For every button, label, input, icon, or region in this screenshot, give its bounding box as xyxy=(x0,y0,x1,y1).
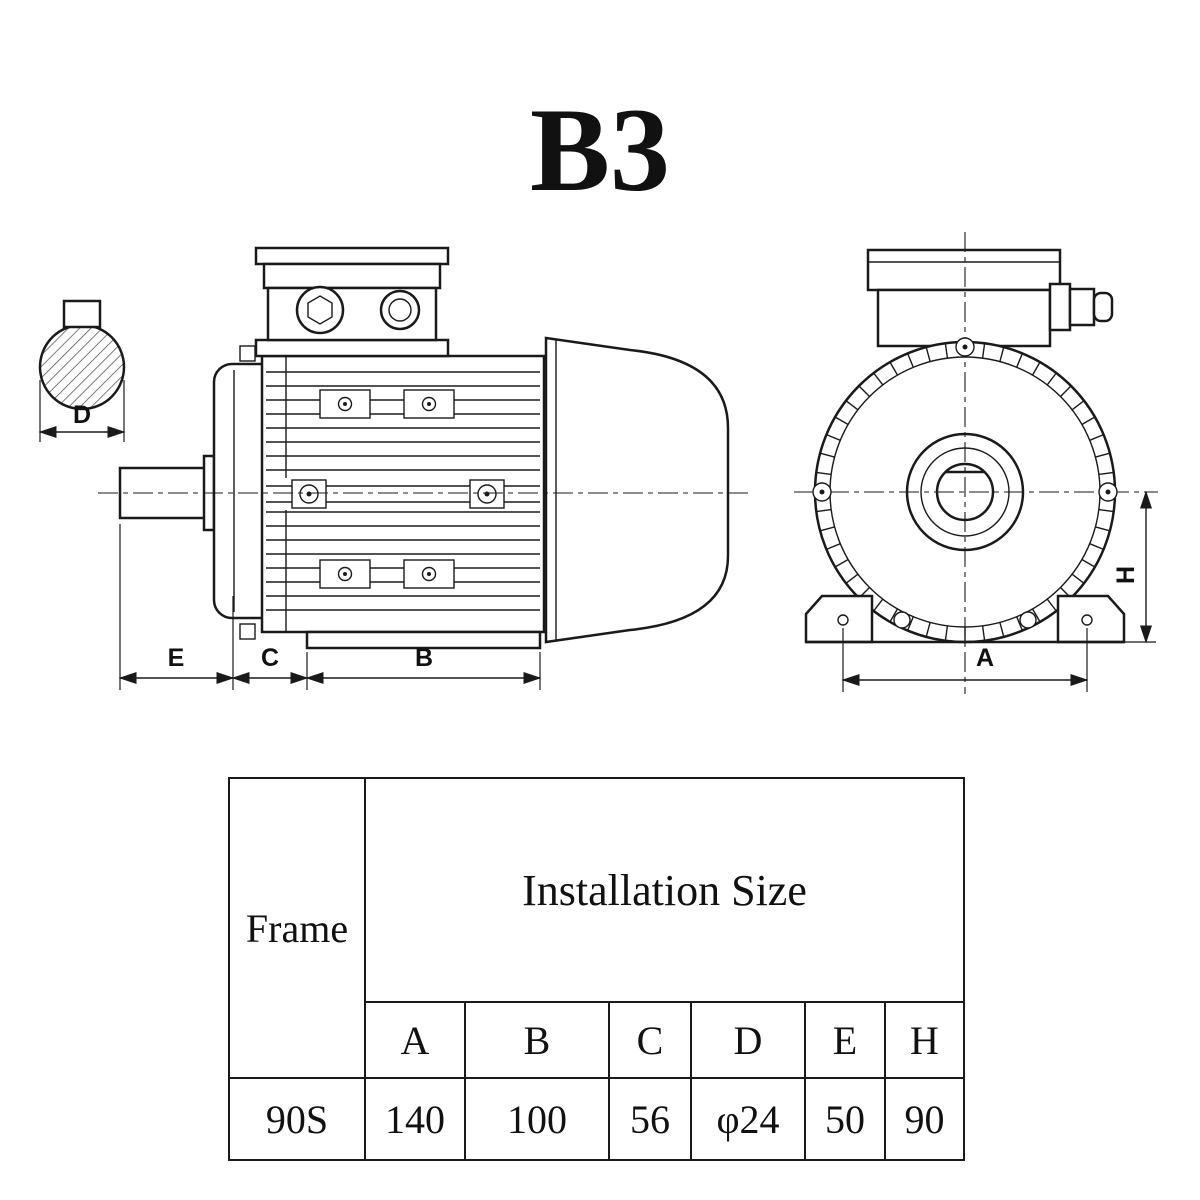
dimension-h: H xyxy=(1112,490,1156,644)
shaft-key xyxy=(62,299,102,329)
column-header-c: C xyxy=(608,1001,692,1079)
table-row: 90S 140 100 56 φ24 50 90 xyxy=(228,1077,965,1161)
column-header-h: H xyxy=(884,1001,965,1079)
bottom-mounting-pads xyxy=(319,559,455,589)
dimension-a-label: A xyxy=(976,644,994,672)
column-header-b: B xyxy=(464,1001,610,1079)
shaft-hub xyxy=(905,432,1025,552)
value-e: 50 xyxy=(804,1077,886,1161)
installation-size-header-cell: Installation Size xyxy=(364,777,965,1003)
terminal-box-front xyxy=(866,248,1114,348)
column-header-d: D xyxy=(690,1001,806,1079)
dimension-b-label: B xyxy=(415,644,433,672)
value-d: φ24 xyxy=(690,1077,806,1161)
column-header-a: A xyxy=(364,1001,466,1079)
mounting-foot-side xyxy=(305,630,542,650)
flange-bolt-top xyxy=(239,345,256,362)
motor-front-view: A H xyxy=(794,232,1158,694)
cooling-fin-ring xyxy=(815,342,1115,642)
dimension-c-label: C xyxy=(261,644,279,672)
housing-bolt-bosses xyxy=(812,337,1118,629)
dimension-h-label: H xyxy=(1112,566,1140,584)
fan-cover xyxy=(544,336,730,644)
dimension-d: D xyxy=(38,380,126,442)
dimension-ecb: E C B xyxy=(118,524,542,690)
foot-bolt-hole-left xyxy=(837,614,849,626)
dimension-table: Frame Installation Size A B C D E H 90S … xyxy=(228,777,965,1161)
frame-value-cell: 90S xyxy=(228,1077,366,1161)
value-a: 140 xyxy=(364,1077,466,1161)
terminal-box-side xyxy=(254,246,450,358)
gland-hex-nut xyxy=(307,295,333,325)
value-h: 90 xyxy=(884,1077,965,1161)
motor-side-view: E C B xyxy=(98,246,748,690)
column-header-e: E xyxy=(804,1001,886,1079)
tie-rod-band xyxy=(266,478,540,510)
shaft-section-circle xyxy=(38,323,126,411)
dimension-e-label: E xyxy=(168,644,185,672)
cable-gland-front xyxy=(1048,282,1114,332)
column-header-row: A B C D E H xyxy=(229,1001,965,1079)
mounting-type-title: B3 xyxy=(530,83,670,216)
flange-bolt-bottom xyxy=(239,623,256,640)
dimension-a: A xyxy=(841,628,1089,692)
value-b: 100 xyxy=(464,1077,610,1161)
dimension-d-label: D xyxy=(73,401,91,429)
frame-header-cell: Frame xyxy=(228,777,366,1079)
value-c: 56 xyxy=(608,1077,692,1161)
foot-bolt-hole-right xyxy=(1081,614,1093,626)
shaft-cross-section: D xyxy=(38,299,126,442)
top-mounting-pads xyxy=(319,389,455,419)
